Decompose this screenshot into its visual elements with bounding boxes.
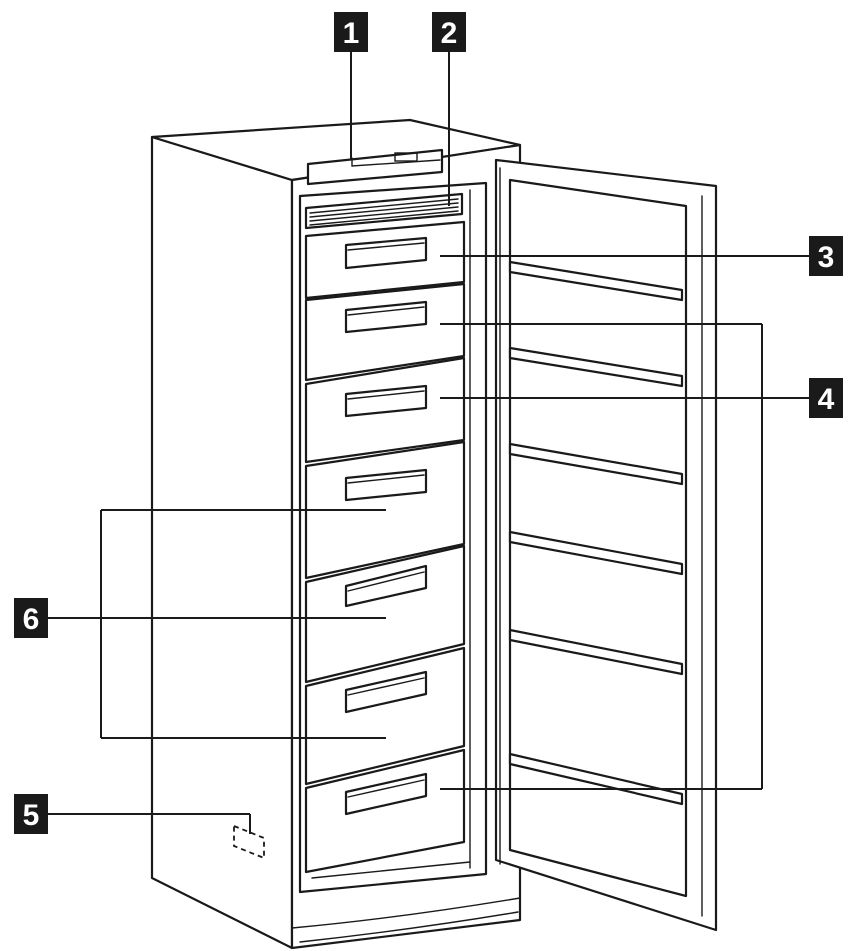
callout-6-label: 6 — [23, 603, 40, 636]
drawer-6 — [304, 646, 466, 786]
callout-6: 6 — [14, 598, 48, 638]
drawer-2 — [304, 282, 466, 382]
drawer-1 — [304, 220, 466, 300]
drawer-3 — [304, 356, 466, 464]
callout-1: 1 — [334, 12, 368, 52]
callout-3: 3 — [809, 236, 843, 276]
callout-5: 5 — [14, 794, 48, 834]
callout-1-label: 1 — [343, 17, 360, 50]
callout-5-label: 5 — [23, 799, 40, 832]
control-panel — [306, 148, 444, 186]
callout-4: 4 — [809, 378, 843, 418]
callout-4-label: 4 — [818, 383, 835, 416]
rating-plate-icon — [233, 824, 265, 860]
door-shelves — [508, 260, 684, 806]
air-vent-grille — [304, 192, 464, 230]
drawer-7 — [304, 748, 466, 874]
callout-2-label: 2 — [441, 17, 458, 50]
leader-lines — [48, 52, 809, 834]
callout-3-label: 3 — [818, 241, 835, 274]
callout-2: 2 — [432, 12, 466, 52]
drawer-5 — [304, 544, 466, 684]
